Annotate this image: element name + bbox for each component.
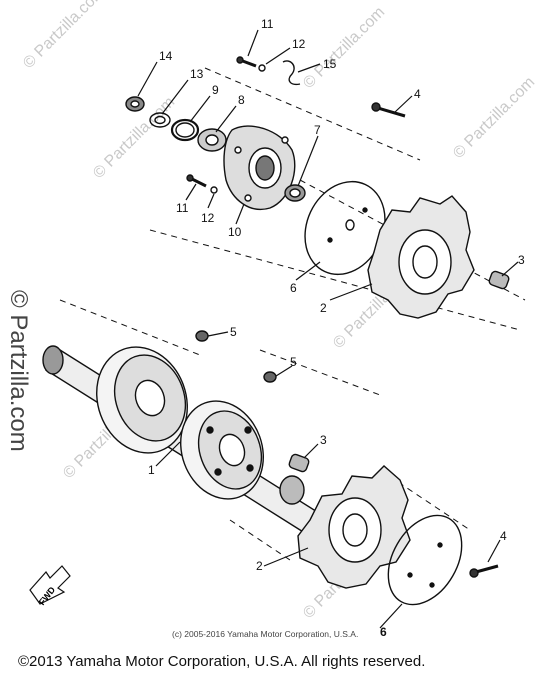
part-3-collar-lower	[288, 453, 310, 473]
fwd-arrow	[29, 565, 71, 605]
part-5-nut-a	[195, 330, 209, 342]
callout-11-top: 11	[261, 17, 274, 31]
callout-6-top: 6	[290, 281, 297, 295]
part-2-sprocket-lower	[297, 465, 411, 589]
part-11-bolt-lower	[186, 174, 218, 194]
dashed-guides	[59, 67, 526, 561]
main-copyright: ©2013 Yamaha Motor Corporation, U.S.A. A…	[18, 653, 426, 670]
part-6-plate-lower	[387, 514, 463, 606]
part-2-sprocket-upper	[367, 195, 475, 319]
part-3-collar-upper	[488, 270, 510, 290]
callout-4-bottom: 4	[500, 529, 507, 543]
part-7-seal	[284, 184, 306, 202]
callout-1: 1	[148, 463, 155, 477]
callout-8: 8	[238, 93, 245, 107]
part-4-bolt-lower	[469, 564, 499, 578]
callout-labels: 11 12 15 14 13 9 8 4 7 11 12 10 6 2 3 5 …	[148, 17, 525, 639]
small-copyright: (c) 2005-2016 Yamaha Motor Corporation, …	[172, 629, 359, 639]
part-14-nut	[125, 96, 145, 112]
callout-13: 13	[190, 67, 204, 81]
callout-6-bottom: 6	[380, 625, 387, 639]
part-4-bolt-upper	[371, 102, 406, 118]
callout-11-mid: 11	[176, 201, 189, 215]
part-5-nut-b	[263, 371, 277, 383]
callout-5-b: 5	[290, 355, 297, 369]
part-13-washer	[149, 112, 171, 128]
callout-7: 7	[314, 123, 321, 137]
callout-9: 9	[212, 83, 219, 97]
callout-3-bottom: 3	[320, 433, 327, 447]
callout-2-top: 2	[320, 301, 327, 315]
callout-12-top: 12	[292, 37, 306, 51]
leader-lines	[137, 29, 519, 629]
callout-15: 15	[323, 57, 337, 71]
callout-12-mid: 12	[201, 211, 215, 225]
part-1-axle	[42, 345, 331, 541]
callout-14: 14	[159, 49, 173, 63]
part-15-clip	[282, 60, 301, 86]
callout-3-top: 3	[518, 253, 525, 267]
part-8-bearing	[197, 128, 227, 152]
callout-4-top: 4	[414, 87, 421, 101]
part-10-housing	[223, 125, 296, 210]
callout-2-bottom: 2	[256, 559, 263, 573]
callout-5-a: 5	[230, 325, 237, 339]
callout-10: 10	[228, 225, 242, 239]
watermark-side: © Partzilla.com	[5, 290, 32, 452]
part-9-circlip	[170, 118, 200, 142]
part-11-bolt	[236, 56, 266, 72]
